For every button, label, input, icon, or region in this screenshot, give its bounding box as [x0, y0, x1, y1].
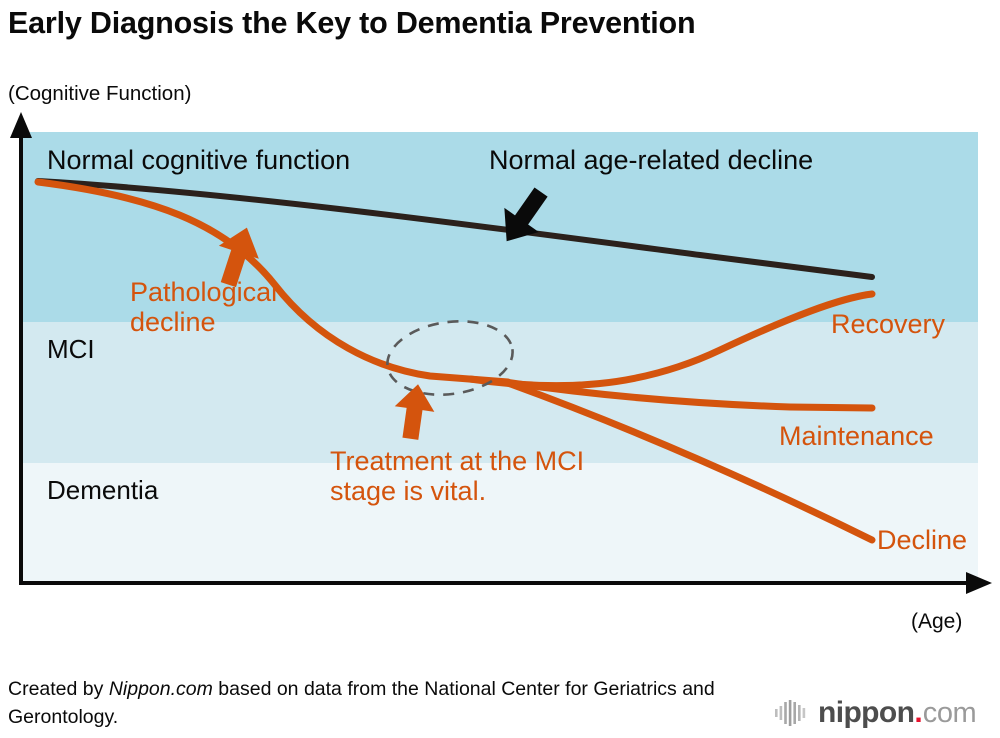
label-treatment-note: Treatment at the MCI stage is vital. [330, 446, 584, 506]
series-pathological-decline [34, 178, 512, 386]
band-label-dementia: Dementia [47, 475, 159, 505]
logo-tld: com [922, 696, 977, 729]
source-credit-prefix: Created by [8, 678, 109, 700]
label-pathological-decline-line1: Pathological [130, 277, 278, 307]
treatment-note-arrow-icon [394, 384, 435, 440]
label-decline: Decline [877, 525, 968, 555]
series-normal-age-related-decline [35, 178, 875, 280]
source-credit: Created by Nippon.com based on data from… [8, 676, 768, 731]
label-pathological-decline-line2: decline [130, 307, 216, 338]
label-maintenance: Maintenance [779, 421, 934, 451]
series-maintenance [501, 378, 876, 412]
label-normal-age-related-decline: Normal age-related decline [489, 145, 814, 175]
x-axis-arrowhead [966, 572, 992, 594]
y-axis-caption: (Cognitive Function) [8, 82, 192, 105]
page-title: Early Diagnosis the Key to Dementia Prev… [8, 6, 696, 40]
series-decline [501, 378, 876, 544]
band-dementia [20, 463, 978, 583]
label-pathological-decline: Pathological decline [130, 277, 277, 337]
logo-dot: . [914, 696, 923, 729]
label-normal-cognitive-function: Normal cognitive function [47, 145, 351, 175]
band-mci [20, 322, 978, 463]
label-treatment-note-line2: stage is vital. [330, 476, 487, 507]
nippon-logo[interactable]: nippon.com [775, 696, 977, 730]
source-credit-suffix: based on data from the National Center f… [8, 678, 715, 728]
x-axis-caption: (Age) [911, 610, 963, 633]
logo-bars-icon [775, 700, 806, 726]
source-credit-publisher: Nippon.com [108, 678, 213, 700]
pathological-decline-arrow-icon [218, 227, 259, 288]
y-axis-arrowhead [10, 112, 32, 138]
band-label-mci: MCI [47, 334, 95, 364]
label-treatment-note-line1: Treatment at the MCI [330, 446, 585, 476]
label-recovery: Recovery [831, 309, 946, 339]
logo-wordmark: nippon [818, 696, 915, 729]
normal-decline-arrow-icon [504, 187, 548, 242]
mci-highlight-ellipse [386, 319, 514, 397]
